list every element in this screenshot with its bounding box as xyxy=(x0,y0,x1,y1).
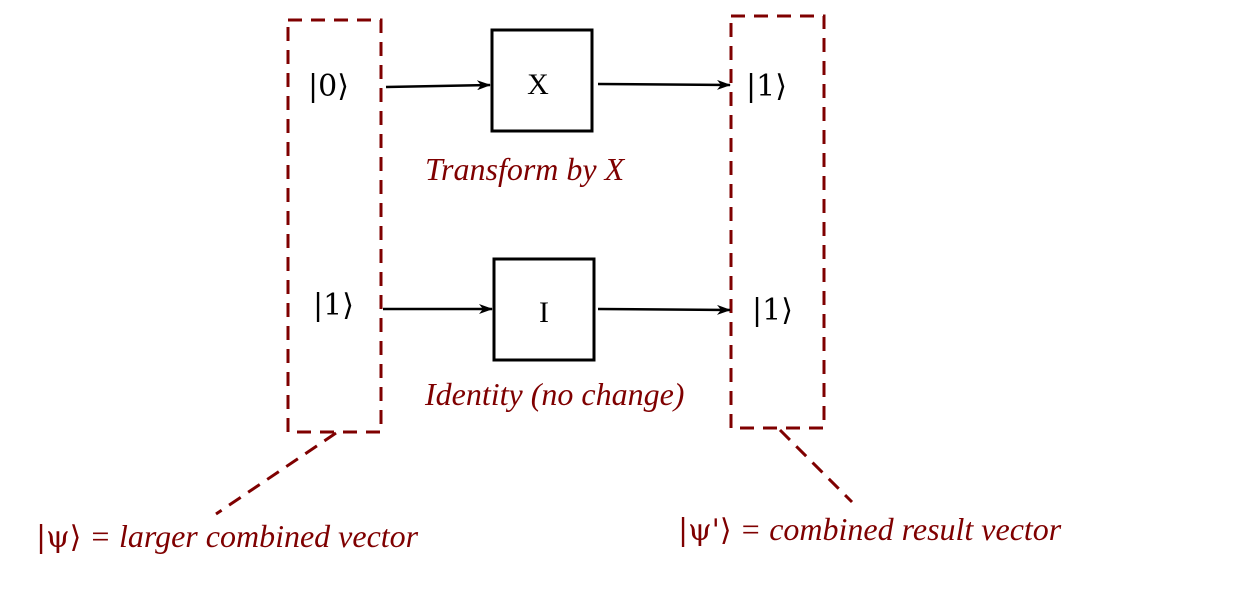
output-vector-note: |ψ'⟩ = combined result vector xyxy=(678,511,1062,548)
output-vector-symbol: |ψ'⟩ xyxy=(678,513,732,548)
arrow-x-to-output xyxy=(597,79,731,90)
input-vector-text: = larger combined vector xyxy=(81,518,418,554)
x-gate-label: X xyxy=(527,68,549,101)
input-note-connector xyxy=(215,431,337,516)
output-ket-1: |1⟩ xyxy=(752,293,793,328)
arrow-input-to-x xyxy=(385,80,491,91)
i-gate-caption: Identity (no change) xyxy=(424,376,684,412)
i-gate-label: I xyxy=(539,296,549,329)
output-note-connector xyxy=(778,428,854,504)
input-vector-note: |ψ⟩ = larger combined vector xyxy=(36,518,419,555)
x-gate-box xyxy=(490,28,594,133)
arrow-i-to-output xyxy=(597,304,731,315)
input-ket-1: |1⟩ xyxy=(313,288,354,323)
input-vector-box xyxy=(286,18,383,434)
input-ket-0: |0⟩ xyxy=(308,69,349,104)
output-ket-0: |1⟩ xyxy=(746,69,787,104)
x-gate-caption: Transform by X xyxy=(425,151,626,187)
output-vector-text: = combined result vector xyxy=(732,511,1062,547)
input-vector-symbol: |ψ⟩ xyxy=(36,520,81,555)
i-gate-box xyxy=(492,257,596,362)
output-vector-box xyxy=(729,14,826,430)
